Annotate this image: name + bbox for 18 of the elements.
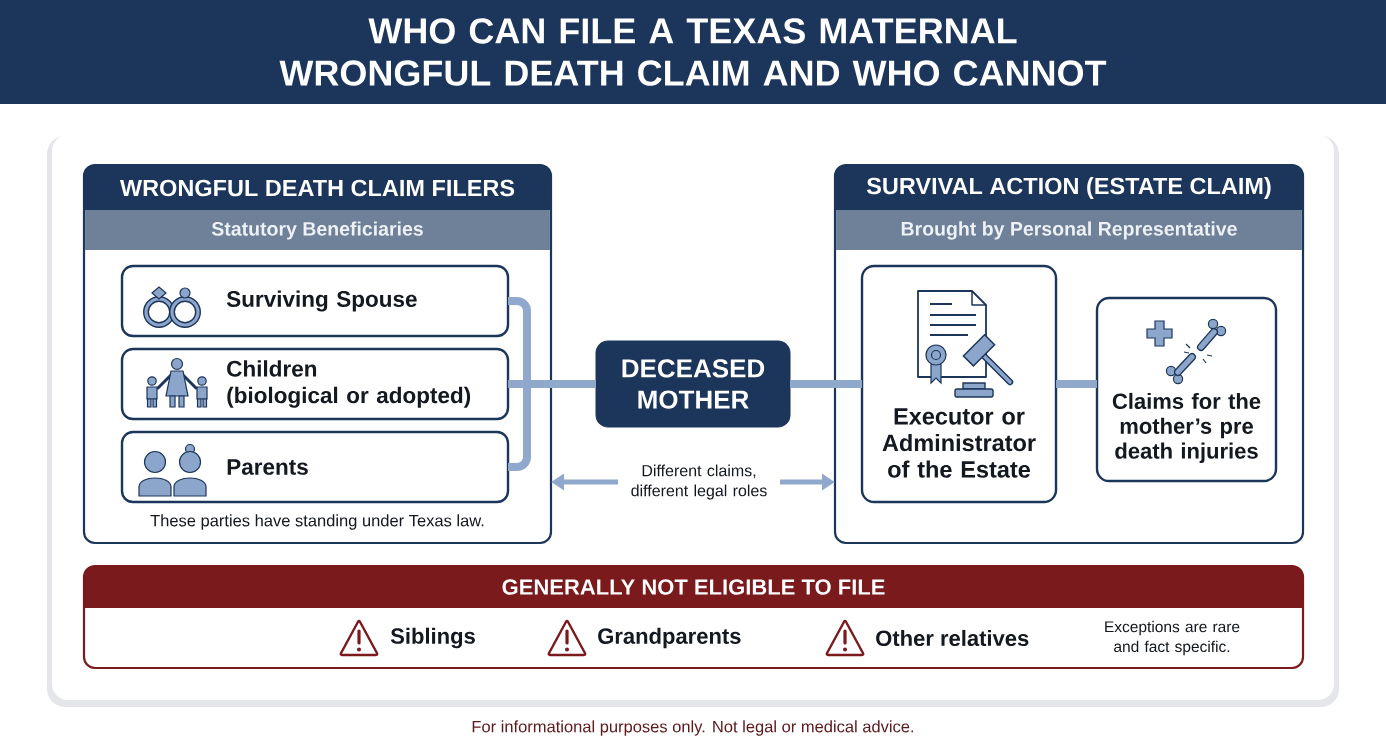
item-label: Grandparents bbox=[598, 627, 741, 649]
note-text: Different claims, different legal roles bbox=[631, 464, 767, 500]
item-label: Siblings bbox=[390, 627, 475, 649]
note-text: These parties have standing under Texas law. bbox=[150, 514, 484, 530]
subheader-band: Brought by Personal Representative bbox=[836, 210, 1302, 250]
panel-header: GENERALLY NOT ELIGIBLE TO FILE bbox=[84, 566, 1303, 608]
panel-header: SURVIVAL ACTION (ESTATE CLAIM) bbox=[835, 165, 1303, 210]
subheader-band: Statutory Beneficiaries bbox=[85, 210, 550, 250]
note-text: Exceptions are rare and fact specific. bbox=[1105, 620, 1240, 656]
list-box: Surviving Spouse bbox=[120, 264, 510, 338]
title-banner: WHO CAN FILE A TEXAS MATERNAL WRONGFUL DEATH CLAIM AND WHO CANNOT bbox=[0, 0, 1386, 104]
info-card: Claims for the mother’s pre death injuries bbox=[1095, 296, 1278, 483]
item-label: Other relatives bbox=[876, 629, 1029, 647]
footer-note: For informational purposes only. Not legal or medical advice. bbox=[472, 720, 914, 736]
center-box: DECEASED MOTHER bbox=[595, 340, 791, 428]
list-box: Children (biological or adopted) bbox=[120, 347, 510, 421]
panel-header: WRONGFUL DEATH CLAIM FILERS bbox=[84, 165, 551, 210]
list-box: Parents bbox=[120, 430, 510, 504]
